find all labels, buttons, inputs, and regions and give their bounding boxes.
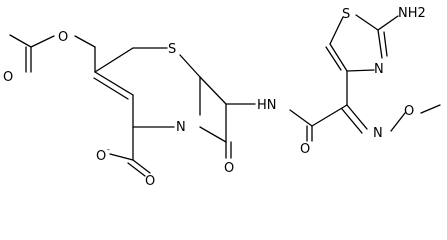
atom-n-ring: N — [176, 120, 186, 135]
atom-o-oxime: O — [404, 104, 414, 119]
atom-n-oxime: N — [373, 126, 383, 141]
atom-o-carboxylate-2: O — [145, 174, 155, 189]
bond-c3-c4 — [94, 71, 134, 96]
bond-thz-c4-c5-double — [325, 46, 342, 71]
atom-s-ring: S — [168, 42, 176, 57]
bond-thz-c5-s — [329, 16, 344, 45]
bond-calpha-n — [346, 104, 368, 130]
bond-c3-c4-double — [93, 77, 129, 100]
bond-ester-o-ch2 — [74, 35, 96, 48]
charge-sign: - — [107, 145, 110, 154]
bond-o-methyl — [420, 104, 441, 114]
bond-co-calpha — [311, 104, 348, 127]
bond-s-c6 — [179, 54, 201, 78]
bond-carboxyl-o1 — [109, 153, 134, 161]
bond-carboxyl-o2 — [132, 159, 151, 174]
atom-nh-amide: HN — [257, 98, 277, 113]
bond-c2-nh2 — [377, 15, 399, 31]
bond-thz-s-c2 — [355, 14, 379, 31]
bond-c3-ch2 — [94, 47, 134, 73]
bond-c6-c7 — [199, 76, 227, 105]
bond-n-o — [390, 112, 406, 132]
bond-acetyl-ester — [30, 35, 55, 48]
bond-thz-n-c4 — [346, 69, 375, 72]
atom-o-carboxylate-1: O — [96, 149, 106, 164]
bond-acetyl-methyl — [9, 34, 32, 48]
bond-thz-c2-n-double — [383, 31, 388, 57]
atom-o-acetyl-carbonyl: O — [3, 70, 13, 85]
atom-n-thiazole: N — [374, 62, 384, 77]
molecule-drawing: O O S N HN O O O - O S N N O NH2 — [3, 6, 441, 189]
bond-carboxyl-o2-double — [127, 162, 146, 177]
atom-o-lactam: O — [224, 161, 234, 176]
atom-o-amide: O — [300, 142, 310, 157]
bonds — [9, 14, 441, 177]
atom-labels: O O S N HN O O O - O S N N O NH2 — [3, 6, 426, 189]
atom-o-ester: O — [58, 30, 68, 45]
bond-thz-c2-n — [377, 29, 383, 59]
bond-c8-n — [199, 126, 227, 143]
bond-nh-co — [289, 109, 313, 127]
atom-nh2: NH2 — [398, 6, 426, 21]
bond-calpha-n-double — [341, 108, 363, 134]
atom-s-thiazole: S — [342, 7, 350, 22]
bond-thz-c4-c5 — [329, 43, 348, 72]
structure-diagram: O O S N HN O O O - O S N N O NH2 — [3, 6, 441, 189]
